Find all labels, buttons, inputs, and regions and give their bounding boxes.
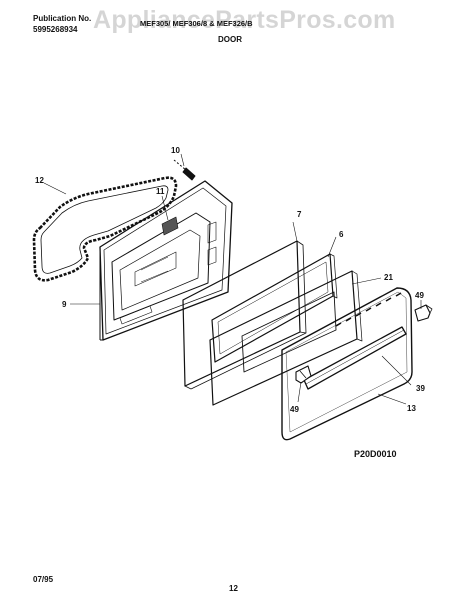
part-9-inner-door	[99, 180, 233, 341]
drawing-code: P20D0010	[354, 449, 397, 459]
watermark: AppliancePartsPros.com	[93, 6, 396, 34]
publication-label: Publication No.	[33, 14, 92, 23]
callout-49-right: 49	[415, 291, 424, 300]
part-10-screw	[173, 159, 196, 181]
callout-6: 6	[339, 230, 344, 239]
model-numbers: MEF305/ MEF306/8 & MEF326/B	[140, 19, 253, 28]
part-13-outer-door	[281, 287, 413, 441]
part-39-handle	[303, 326, 407, 390]
callout-11: 11	[156, 187, 165, 196]
section-title: DOOR	[218, 35, 242, 44]
callout-13: 13	[407, 404, 416, 413]
page-number: 12	[229, 584, 238, 593]
callout-39: 39	[416, 384, 425, 393]
print-date: 07/95	[33, 575, 54, 584]
callout-9: 9	[62, 300, 67, 309]
callout-7: 7	[297, 210, 302, 219]
part-12-gasket	[32, 176, 178, 282]
part-7-insulation	[182, 240, 307, 390]
callout-10: 10	[171, 146, 180, 155]
part-6-glass-panel	[211, 253, 338, 363]
leader-lines	[43, 153, 422, 405]
callout-21: 21	[384, 273, 393, 282]
callout-12: 12	[35, 176, 44, 185]
vent-slots	[335, 292, 402, 327]
callout-49-left: 49	[290, 405, 299, 414]
part-49-end-cap-right	[414, 304, 433, 322]
publication-number: 5995268934	[33, 25, 78, 34]
part-49-end-cap-left	[295, 365, 312, 384]
